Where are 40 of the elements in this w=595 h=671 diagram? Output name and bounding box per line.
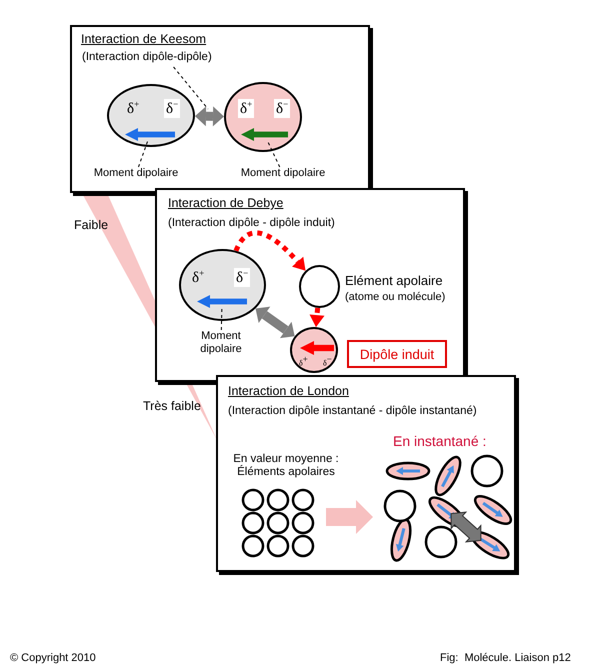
partial-charge-label: δ$^{+}$ <box>238 99 254 118</box>
leader-line <box>220 308 222 330</box>
dipole-moment-icon <box>125 128 175 141</box>
panel-card <box>70 25 370 193</box>
panel-card <box>155 188 465 382</box>
dipole-moment-icon <box>197 295 247 308</box>
element-caption: Elément apolaire <box>345 274 444 289</box>
panel-subtitle: (Interaction dipôle-dipôle) <box>82 51 252 67</box>
leader-line <box>267 140 280 168</box>
partial-charge-label: δ$^{−}$ <box>274 99 290 118</box>
copyright-text: © Copyright 2010 <box>10 652 96 665</box>
partial-charge-label: δ$^{+}$ <box>126 99 140 118</box>
figure-caption: Fig: Molécule. Liaison p12 <box>440 652 571 665</box>
panel-card <box>216 375 516 572</box>
dipole-label: Moment dipolaire <box>190 330 252 360</box>
dipole-label: Moment dipolaire <box>86 167 186 181</box>
interaction-arrow <box>256 306 295 338</box>
interaction-arrow <box>195 106 224 126</box>
callout-box: Dipôle induit <box>347 340 447 368</box>
leader-line <box>138 140 148 168</box>
heading-text: En instantané : <box>393 433 486 450</box>
dipole-moment-icon <box>241 128 288 141</box>
note-text: En valeur moyenne : Éléments apolaires <box>232 453 340 480</box>
partial-charge-label: δ$^{−}$ <box>234 268 250 288</box>
partial-charge-label: δ$^{−}$ <box>164 99 180 118</box>
panel-subtitle: (Interaction dipôle - dipôle induit) <box>168 217 335 230</box>
strength-label: Faible <box>74 218 108 232</box>
element-caption: (atome ou molécule) <box>345 291 446 304</box>
induction-arrow <box>310 308 324 328</box>
panel-title: Interaction de Keesom <box>81 32 206 46</box>
panel-title: Interaction de London <box>228 384 349 398</box>
strength-label: Très faible <box>143 399 201 414</box>
panel-title: Interaction de Debye <box>168 196 284 210</box>
dipole-moment-icon <box>300 341 334 355</box>
panel-subtitle: (Interaction dipôle instantané - dipôle instantané) <box>228 405 477 418</box>
apolar-atom-circle <box>299 265 340 308</box>
molecule-ellipse <box>290 327 338 373</box>
dipole-label: Moment dipolaire <box>231 167 335 181</box>
leader-line <box>173 66 208 110</box>
partial-charge-label: δ$^{+}$ <box>191 268 206 288</box>
